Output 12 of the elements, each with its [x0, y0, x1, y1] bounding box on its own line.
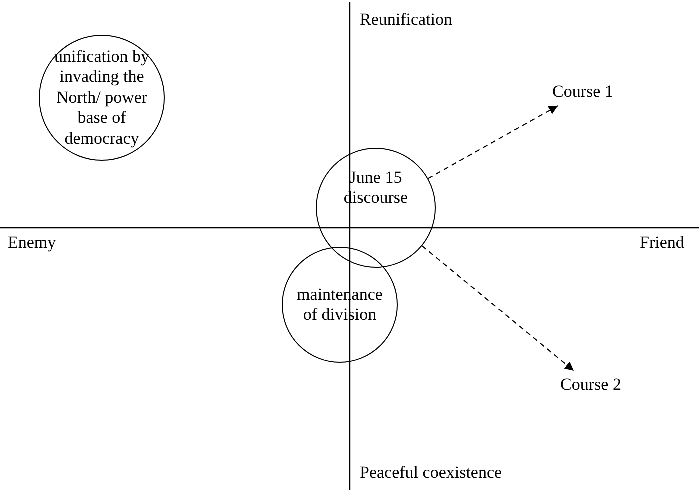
circle — [282, 247, 398, 363]
dashed-arrow — [422, 246, 574, 372]
axis-label: Enemy — [8, 233, 56, 253]
axis-label: Peaceful coexistence — [360, 463, 502, 483]
axis-label: Reunification — [360, 10, 453, 30]
course-label: Course 1 — [548, 80, 618, 104]
dashed-arrow — [428, 106, 558, 180]
circle — [316, 148, 436, 268]
circle-text: unification by invading the North/ power base of democracy — [54, 47, 150, 149]
circle — [39, 35, 165, 161]
axis-label: Friend — [640, 233, 684, 253]
course-label: Course 2 — [555, 373, 627, 397]
